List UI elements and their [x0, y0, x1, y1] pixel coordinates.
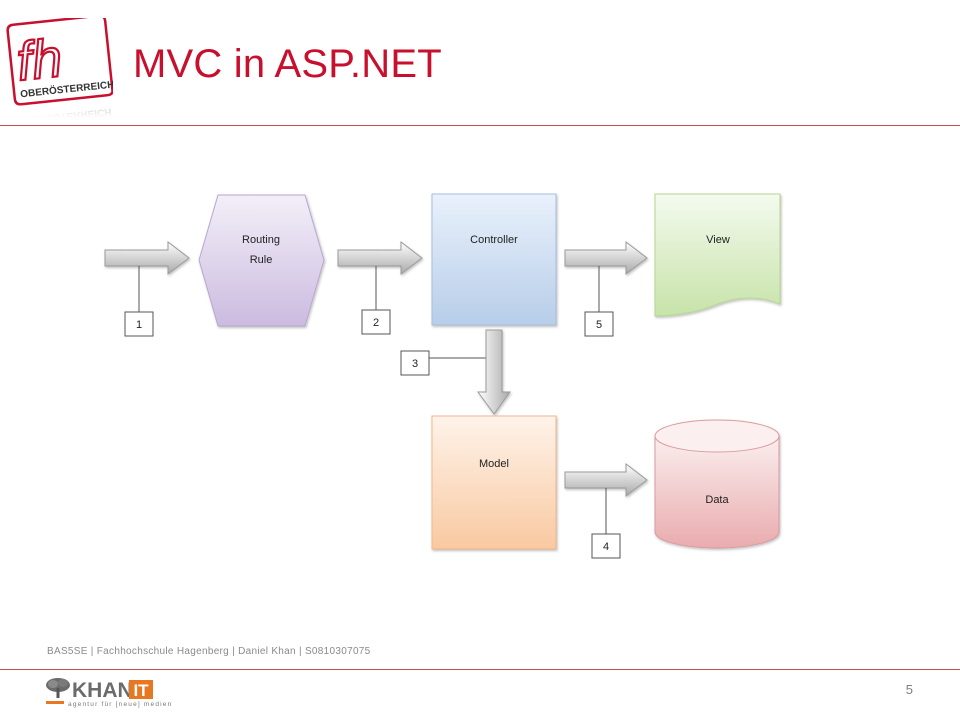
step-2-label: 2 — [373, 317, 379, 329]
khanit-logo-tagline: agentur für [neue] medien — [68, 701, 172, 708]
step-2-box — [361, 309, 391, 335]
step-1-label: 1 — [136, 319, 142, 331]
step-4-label: 4 — [603, 541, 609, 553]
khanit-logo-name: KHAN — [72, 679, 133, 702]
tree-icon — [46, 678, 70, 698]
step-1-box — [124, 311, 154, 337]
footer-text: BAS5SE | Fachhochschule Hagenberg | Dani… — [47, 646, 371, 657]
slide-title: MVC in ASP.NET — [133, 42, 442, 86]
controller-label: Controller — [470, 234, 518, 246]
fh-ooe-logo: fh OBERÖSTERREICH OBERÖSTERREICH — [5, 18, 113, 118]
arrow-3-icon — [477, 329, 511, 415]
view-shape — [654, 193, 781, 317]
arrow-4-icon — [564, 462, 648, 498]
fh-logo-letters: fh — [14, 28, 65, 92]
step-3-label: 3 — [412, 358, 418, 370]
step-3-box — [400, 350, 430, 376]
footer-divider — [0, 669, 960, 670]
data-label: Data — [705, 494, 729, 506]
step-5-box — [584, 311, 614, 337]
view-label: View — [706, 234, 730, 246]
model-label: Model — [479, 458, 509, 470]
step-5-label: 5 — [596, 319, 602, 331]
data-shape — [654, 419, 780, 549]
step-4-box — [591, 533, 621, 559]
routing-rule-label-2: Rule — [250, 254, 273, 266]
arrow-2-icon — [337, 240, 423, 276]
routing-rule-label-1: Routing — [242, 234, 280, 246]
header-divider — [0, 125, 960, 126]
page-number: 5 — [905, 682, 913, 697]
arrow-5-icon — [564, 240, 648, 276]
khanit-logo-it: IT — [133, 681, 149, 700]
khanit-logo: KHAN IT agentur für [neue] medien — [46, 678, 172, 708]
controller-shape — [431, 193, 557, 326]
model-shape — [431, 415, 557, 550]
arrow-1-icon — [104, 240, 190, 276]
routing-rule-shape — [198, 194, 325, 327]
